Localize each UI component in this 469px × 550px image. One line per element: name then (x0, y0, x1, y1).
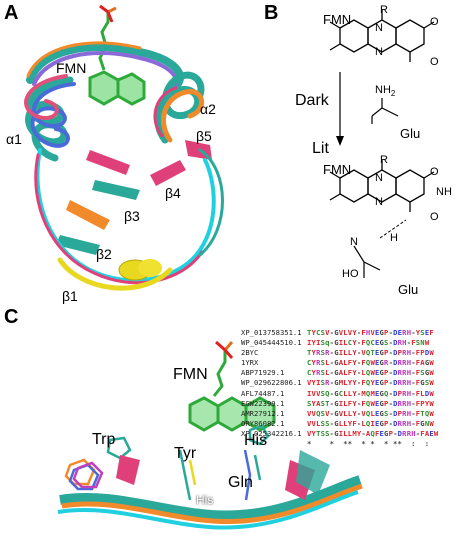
alpha2-label: α2 (200, 101, 216, 117)
sequence-id: ABP71929.1 (241, 368, 285, 378)
fmn-ligand-c (188, 350, 276, 432)
sequence-residues: TYCSV-GVLVY-FHVEGP-DERH-YSEF (307, 328, 434, 337)
glu-bottom (353, 245, 381, 278)
sequence-id: XP_025342216.1 (241, 428, 302, 438)
n-label-glu: N (350, 236, 358, 248)
sequence-residues: VYTSS-GILLMY-AQFEGP-DRRH-FAEW (307, 428, 439, 438)
fmn-ligand-a (88, 12, 146, 106)
alignment-row: XP_025342216.1 VYTSS-GILLMY-AQFEGP-DRRH-F… (241, 429, 467, 439)
his-right-label: His (244, 432, 268, 449)
yellow-helix (118, 259, 162, 281)
flavin-bottom (329, 160, 435, 212)
beta2-label: β2 (96, 246, 112, 262)
alignment-row: WP_029622806.1 VYISR-GMLYY-FQYEGP-DRRH-FG… (241, 378, 467, 388)
side-chains (178, 424, 270, 501)
sequence-id: AFL74487.1 (241, 388, 285, 398)
helix-alpha2 (153, 71, 205, 144)
panel-b-scheme (329, 10, 435, 278)
alignment-row: XP_013758351.1 TYCSV-GVLVY-FHVEGP-DERH-YS… (241, 328, 467, 338)
alignment-row: ORY86082.1 VVLSS-GLLYF-LQIEGP-DRRH-FGNW (241, 419, 467, 429)
o-label-bottom2: O (430, 211, 439, 223)
dark-label: Dark (295, 92, 329, 109)
fmn-label-c: FMN (173, 366, 208, 383)
backbone-ribbon (57, 450, 363, 530)
sequence-id: WP_029622806.1 (241, 378, 302, 388)
alpha1-label: α1 (6, 131, 22, 147)
o-label-top1: O (430, 16, 439, 28)
beta-sheet (56, 140, 212, 255)
lit-label: Lit (312, 140, 329, 157)
r-label-bottom: R (380, 154, 388, 166)
sequence-residues: IYISq-GILCY-FQCEGS-DRH-FSNW (307, 338, 430, 348)
fmn-label-top: FMN (323, 12, 352, 27)
ho-label-glu: HO (342, 268, 359, 280)
alignment-row: ABP71929.1 CYRSL-GALFY-LQWEGP-DRRH-FSGW (241, 368, 467, 378)
fmn-label-a: FMN (56, 60, 87, 76)
glu-amide-top (371, 98, 399, 124)
glu-label-bottom: Glu (398, 282, 419, 297)
beta4-label: β4 (165, 185, 181, 201)
r-label-top: R (380, 4, 388, 16)
panel-label-c: C (4, 306, 19, 328)
alignment-row: WP_045444510.1 IYISq-GILCY-FQCEGS-DRH-FSN… (241, 338, 467, 348)
sequence-id: 1YRX (241, 358, 259, 368)
alignment-row: EGW22399.1 SYAST-GILFY-FQWEGP-DRRH-FPYW (241, 399, 467, 409)
panel-a-structure (24, 4, 224, 291)
sequence-id: XP_013758351.1 (241, 328, 302, 337)
sequence-id: WP_045444510.1 (241, 338, 302, 348)
hydrogen-bond (379, 219, 407, 239)
nh2-label: NH2 (375, 84, 396, 99)
sequence-residues: CYRSL-GALFY-LQWEGP-DRRH-FSGW (307, 368, 434, 378)
n-label-top1: N (375, 22, 383, 34)
alignment-row: AFL74487.1 IVVSQ-GCLLY-MQMEGQ-DPRH-FLDW (241, 389, 467, 399)
gln-label: Gln (228, 474, 253, 491)
sequence-residues: VYISR-GMLYY-FQYEGP-DRRH-FGSW (307, 378, 434, 388)
n-label-bottom2: N (375, 196, 383, 208)
tyr-label: Tyr (174, 445, 197, 462)
sequence-id: 2BYC (241, 348, 259, 358)
panel-c-structure (57, 340, 363, 530)
sequence-residues: TYRSR-GILLY-VQTEGP-DPRH-FPDW (307, 348, 434, 358)
fmn-phosphate-a (99, 4, 117, 23)
fmn-phosphate-c (215, 340, 234, 359)
sequence-residues: SYAST-GILFY-FQWEGP-DRRH-FPYW (307, 398, 434, 408)
his-bottom-label: His (196, 493, 214, 507)
trp-residues (64, 436, 132, 491)
alignment-row: 2BYC TYRSR-GILLY-VQTEGP-DPRH-FPDW (241, 348, 467, 358)
beta1-label: β1 (62, 288, 78, 304)
sequence-residues: IVVSQ-GCLLY-MQMEGQ-DPRH-FLDW (307, 388, 434, 398)
beta3-label: β3 (124, 208, 140, 224)
beta5-label: β5 (196, 128, 212, 144)
sequence-residues: VVLSS-GLLYF-LQIEGP-DRRH-FGNW (307, 418, 434, 428)
sequence-residues: CYRSL-GALFY-FQWEGR-DRRH-FAGW (307, 358, 434, 368)
trp-label: Trp (92, 431, 116, 448)
n-label-top2: N (375, 46, 383, 58)
fmn-label-bottom: FMN (323, 162, 352, 177)
nh-label-bottom: NH (436, 186, 452, 198)
glu-label-top: Glu (400, 126, 421, 141)
sequence-alignment: XP_013758351.1 TYCSV-GVLVY-FHVEGP-DERH-YS… (241, 328, 467, 449)
sequence-id: EGW22399.1 (241, 398, 285, 408)
alignment-row: AMR27912.1 VVQSV-GVLLY-VQLEGS-DPRH-FTQW (241, 409, 467, 419)
n-label-bottom1: N (375, 172, 383, 184)
helix-alpha1 (24, 74, 76, 162)
h-label-glu: H (390, 232, 398, 244)
reaction-arrow (336, 72, 344, 146)
conservation-row: * * ** * * * ** : : (241, 439, 467, 449)
sequence-residues: VVQSV-GVLLY-VQLEGS-DPRH-FTQW (307, 408, 434, 418)
conservation-symbols: * * ** * * * ** : : (307, 439, 430, 449)
panel-label-b: B (264, 2, 279, 24)
sequence-id: AMR27912.1 (241, 408, 285, 418)
o-label-bottom1: O (430, 166, 439, 178)
alignment-row: 1YRX CYRSL-GALFY-FQWEGR-DRRH-FAGW (241, 358, 467, 368)
o-label-top2: O (430, 56, 439, 68)
sequence-id: ORY86082.1 (241, 418, 285, 428)
panel-label-a: A (4, 2, 19, 24)
flavin-top (329, 10, 435, 62)
